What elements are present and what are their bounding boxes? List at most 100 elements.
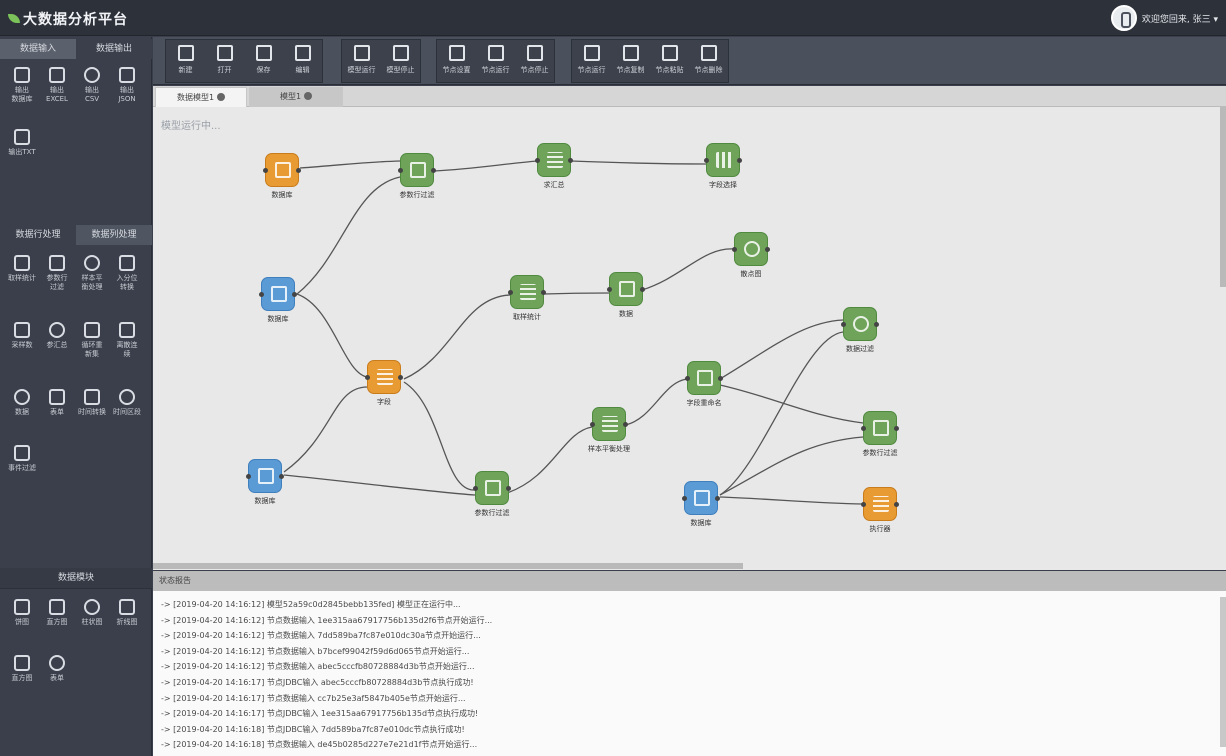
tool-table[interactable]: 采样数: [5, 322, 39, 368]
workflow-node[interactable]: [473, 471, 511, 505]
tool-clock[interactable]: 时间转换: [75, 389, 109, 435]
open-button[interactable]: 打开: [205, 40, 244, 82]
input-port[interactable]: [590, 422, 595, 427]
node-run-2-button[interactable]: 节点运行: [572, 40, 611, 82]
workflow-node[interactable]: [682, 481, 720, 515]
tool-excel-file[interactable]: 输出 EXCEL: [40, 67, 74, 113]
run-model-button[interactable]: 模型运行: [342, 40, 381, 82]
tab-row-processing[interactable]: 数据行处理: [0, 225, 76, 245]
node-copy-button[interactable]: 节点复制: [611, 40, 650, 82]
close-icon[interactable]: [304, 92, 313, 100]
tab-data-output[interactable]: 数据输出: [76, 39, 152, 59]
input-port[interactable]: [861, 426, 866, 431]
input-port[interactable]: [704, 158, 709, 163]
tool-form[interactable]: 表单: [40, 389, 74, 435]
canvas-vertical-scrollbar[interactable]: [1220, 107, 1226, 287]
tool-csv-file[interactable]: 输出 CSV: [75, 67, 109, 113]
workflow-node[interactable]: [590, 407, 628, 441]
input-port[interactable]: [259, 292, 264, 297]
tab-data-input[interactable]: 数据输入: [0, 39, 76, 59]
node-delete-button[interactable]: 节点删除: [689, 40, 728, 82]
workflow-node[interactable]: [535, 143, 573, 177]
output-port[interactable]: [292, 292, 297, 297]
avatar[interactable]: [1110, 5, 1137, 31]
workflow-node[interactable]: [508, 275, 546, 309]
close-icon[interactable]: [217, 93, 226, 101]
output-port[interactable]: [623, 422, 628, 427]
workflow-node[interactable]: [607, 272, 645, 306]
tool-quantile[interactable]: 入分位 转换: [110, 255, 144, 301]
output-port[interactable]: [398, 375, 403, 380]
tool-hourglass[interactable]: 参汇总: [40, 322, 74, 368]
workflow-canvas[interactable]: 模型运行中... 数据库参数行过滤求汇总字段选择数据库取样统计数据散点图字段数据…: [153, 107, 1226, 570]
input-port[interactable]: [508, 290, 513, 295]
tool-filter[interactable]: 参数行 过滤: [40, 255, 74, 301]
input-port[interactable]: [535, 158, 540, 163]
input-port[interactable]: [685, 376, 690, 381]
tool-loop[interactable]: 循环重 新集: [75, 322, 109, 368]
tool-balance[interactable]: 样本平 衡处理: [75, 255, 109, 301]
workflow-node[interactable]: [861, 411, 899, 445]
tool-line-chart[interactable]: 折线图: [110, 599, 144, 645]
edit-button[interactable]: 编辑: [283, 40, 322, 82]
input-port[interactable]: [246, 474, 251, 479]
input-port[interactable]: [263, 168, 268, 173]
output-port[interactable]: [874, 322, 879, 327]
input-port[interactable]: [841, 322, 846, 327]
tool-database[interactable]: 输出 数据库: [5, 67, 39, 113]
tool-area-chart[interactable]: 直方图: [5, 655, 39, 701]
tool-sheet[interactable]: 表单: [40, 655, 74, 701]
tool-pen[interactable]: 数据: [5, 389, 39, 435]
workflow-node[interactable]: [259, 277, 297, 311]
input-port[interactable]: [398, 168, 403, 173]
input-port[interactable]: [861, 502, 866, 507]
workflow-node[interactable]: [841, 307, 879, 341]
workflow-node[interactable]: [246, 459, 284, 493]
tool-pie-chart[interactable]: 饼图: [5, 599, 39, 645]
node-stop-button[interactable]: 节点停止: [515, 40, 554, 82]
workflow-node[interactable]: [685, 361, 723, 395]
output-port[interactable]: [296, 168, 301, 173]
node-paste-button[interactable]: 节点粘贴: [650, 40, 689, 82]
user-menu[interactable]: 欢迎您回来, 张三 ▾: [1110, 4, 1218, 32]
output-port[interactable]: [640, 287, 645, 292]
output-port[interactable]: [541, 290, 546, 295]
output-port[interactable]: [765, 247, 770, 252]
output-port[interactable]: [568, 158, 573, 163]
node-run-button[interactable]: 节点运行: [476, 40, 515, 82]
tool-globe[interactable]: 事件过滤: [5, 445, 39, 491]
workflow-node[interactable]: [263, 153, 301, 187]
new-button[interactable]: 新建: [166, 40, 205, 82]
input-port[interactable]: [365, 375, 370, 380]
workflow-node[interactable]: [861, 487, 899, 521]
input-port[interactable]: [732, 247, 737, 252]
output-port[interactable]: [737, 158, 742, 163]
output-port[interactable]: [894, 426, 899, 431]
output-port[interactable]: [715, 496, 720, 501]
tab-column-processing[interactable]: 数据列处理: [76, 225, 152, 245]
tool-json-file[interactable]: 输出 JSON: [110, 67, 144, 113]
output-port[interactable]: [894, 502, 899, 507]
workflow-node[interactable]: [365, 360, 403, 394]
output-port[interactable]: [506, 486, 511, 491]
tab-model[interactable]: 模型1: [249, 87, 343, 107]
output-port[interactable]: [718, 376, 723, 381]
stop-model-button[interactable]: 模型停止: [381, 40, 420, 82]
tool-bar-chart[interactable]: 柱状图: [75, 599, 109, 645]
log-scrollbar[interactable]: [1220, 597, 1226, 747]
workflow-node[interactable]: [704, 143, 742, 177]
input-port[interactable]: [473, 486, 478, 491]
tool-discrete[interactable]: 离散连 续: [110, 322, 144, 368]
workflow-node[interactable]: [732, 232, 770, 266]
canvas-horizontal-scrollbar[interactable]: [153, 563, 743, 569]
tool-histogram[interactable]: 直方图: [40, 599, 74, 645]
output-port[interactable]: [279, 474, 284, 479]
workflow-node[interactable]: [398, 153, 436, 187]
output-port[interactable]: [431, 168, 436, 173]
tool-txt-file[interactable]: 输出TXT: [5, 129, 39, 175]
tool-calendar[interactable]: 时间区段: [110, 389, 144, 435]
node-settings-button[interactable]: 节点设置: [437, 40, 476, 82]
tool-sample[interactable]: 取样统计: [5, 255, 39, 301]
tab-model-active[interactable]: 数据模型1: [155, 87, 247, 107]
input-port[interactable]: [682, 496, 687, 501]
